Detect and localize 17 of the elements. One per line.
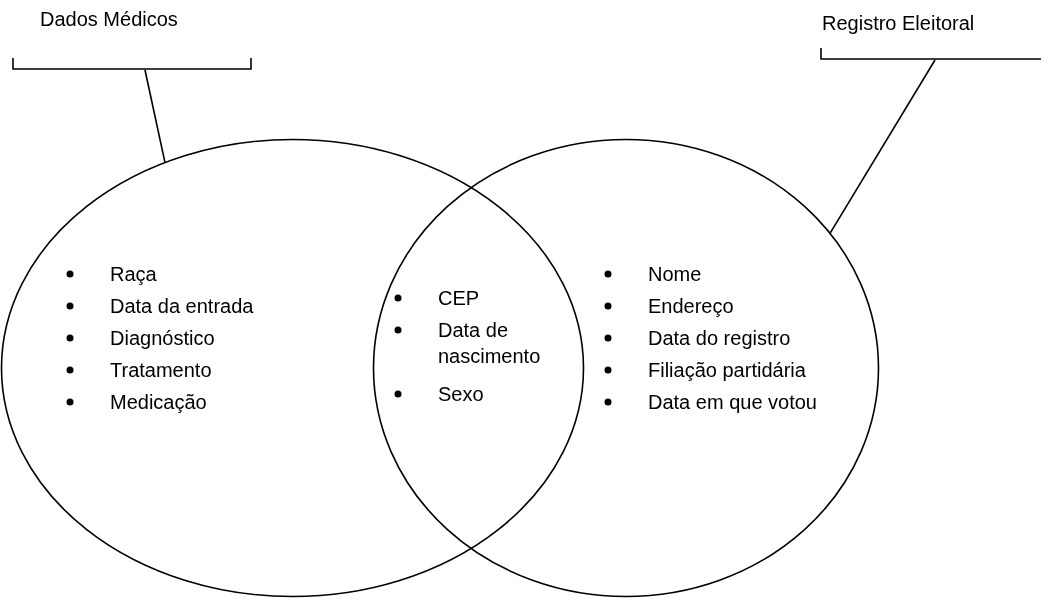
list-item: Data da entrada (110, 294, 254, 319)
set-label: Registro Eleitoral (822, 11, 975, 36)
list-item: Nome (648, 262, 702, 287)
list-item: Medicação (110, 390, 207, 415)
list-item: Data do registro (648, 326, 791, 351)
leader-line (144, 69, 166, 164)
list-item: CEP (438, 286, 480, 311)
list-item: Endereço (648, 294, 734, 319)
list-item: Filiação partidária (648, 358, 806, 383)
list-item: Data em que votou (648, 390, 817, 415)
list-item: Raça (110, 262, 157, 287)
set-label: Dados Médicos (40, 7, 178, 32)
leader-line (829, 59, 936, 235)
list-item: Data de nascimento (438, 318, 542, 369)
list-item: Tratamento (110, 358, 212, 383)
list-item: Sexo (438, 382, 484, 407)
list-item: Diagnóstico (110, 326, 215, 351)
